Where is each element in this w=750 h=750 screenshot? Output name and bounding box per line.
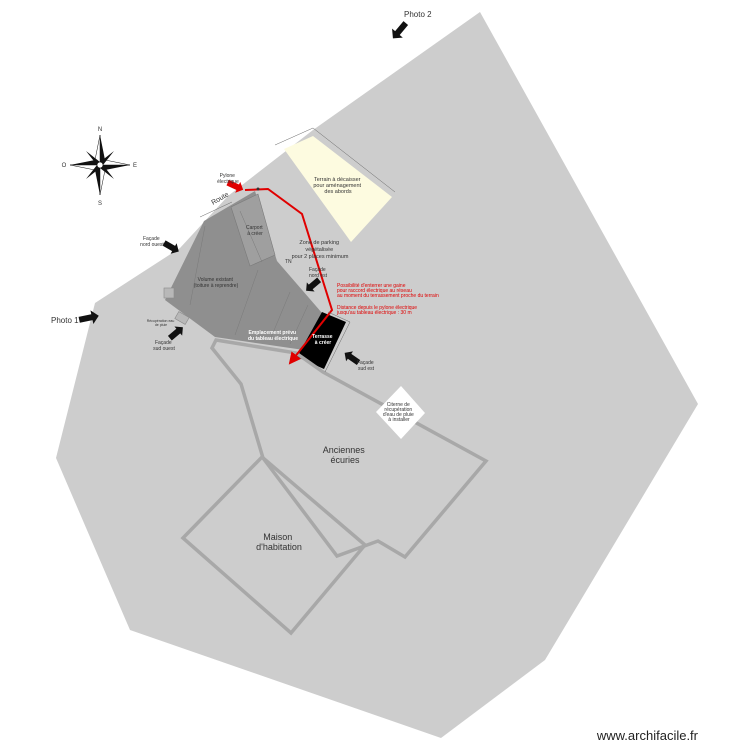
facade-sud-est-label: Façade sud est (357, 360, 375, 372)
facade-nord-ouest-label: Façade nord ouest (140, 236, 164, 248)
electric-line (244, 187, 334, 365)
watermark-text: www.archifacile.fr (596, 728, 698, 743)
land-parcel (56, 12, 698, 738)
carport-label: Carport à créer (246, 225, 264, 237)
pylone-label: Pylone électrique (217, 173, 239, 185)
terrasse-zone (297, 312, 346, 369)
compass-rose-icon: N S E O (62, 127, 137, 207)
dimension-line (324, 321, 351, 373)
tn-label: TN (285, 259, 292, 265)
facade-sud-ouest-label: Façade sud ouest (153, 340, 175, 352)
anciennes-ecuries-label: Anciennes écuries (323, 445, 368, 465)
facade-nord-est-label: Façade nord est (309, 267, 328, 279)
facade-sud-est-arrow (344, 351, 361, 366)
annex-box (174, 311, 190, 325)
compass-n: N (98, 127, 102, 133)
photo-1-arrow (78, 310, 99, 325)
facade-nord-ouest-arrow (162, 240, 179, 254)
compass-s: S (98, 201, 102, 207)
photo-2-arrow (392, 21, 409, 39)
terrain-decaisser-label: Terrain à décaisser pour aménagement des… (313, 177, 362, 195)
pylone-point (256, 187, 260, 191)
facade-sud-ouest-arrow (167, 326, 183, 341)
compass-o: O (62, 163, 67, 169)
dimension-line (327, 311, 351, 323)
dimension-line (199, 201, 233, 218)
compass-e: E (133, 163, 137, 169)
building-divider (234, 269, 259, 336)
carport-zone (230, 193, 276, 267)
building-divider (269, 291, 291, 341)
dimension-line (312, 127, 396, 193)
annex-box (163, 287, 175, 299)
carport-line (239, 210, 263, 263)
emplacement-tableau-label: Emplacement prévu du tableau électrique (248, 330, 298, 342)
pluvial-note: Récupération eau de pluie (147, 319, 176, 327)
facade-nord-est-arrow (306, 277, 322, 292)
anciennes-ecuries-outline (209, 338, 489, 560)
pylone-arrow (226, 179, 244, 193)
terrasse-label: Terrasse à créer (312, 334, 334, 346)
citerne-label: Citerne de récupération d'eau de pluie à… (383, 402, 415, 423)
building-divider (189, 225, 206, 306)
photo-2-label: Photo 2 (404, 10, 432, 19)
maison-outline (180, 454, 368, 636)
terrain-decaisser-zone (284, 136, 392, 242)
citerne-zone (376, 386, 425, 439)
photo-1-label: Photo 1 (51, 316, 79, 325)
maison-label: Maison d'habitation (256, 532, 302, 552)
distance-note: Distance depuis le pylone électrique jus… (336, 305, 418, 316)
volume-existant-label: Volume existant (toiture à reprendre) (194, 277, 239, 289)
dimension-line (274, 127, 314, 146)
building-divider (289, 304, 309, 345)
zone-parking-label: Zone de parking végétalisée pour 2 place… (292, 240, 349, 260)
gaine-note: Possibilité d'enterrer une gaine pour ra… (337, 283, 439, 299)
